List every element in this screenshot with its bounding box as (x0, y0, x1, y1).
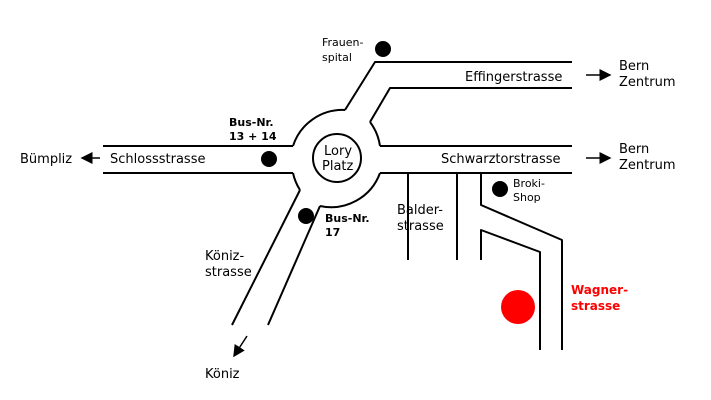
label-broki-shop-line1: Broki- (513, 177, 545, 190)
bus-17-stop-icon (298, 208, 314, 224)
label-wagnerstrasse-line1: Wagner- (571, 283, 628, 297)
label-buempliz: Bümpliz (20, 152, 72, 167)
label-lory-platz-line2: Platz (322, 159, 354, 174)
effingerstrasse-road-left (344, 61, 572, 111)
label-balderstrasse-line2: strasse (397, 219, 444, 234)
roundabout-outer-nw (292, 108, 346, 147)
wagnerstrasse-road-right (480, 229, 541, 350)
label-balderstrasse-line1: Balder- (397, 203, 443, 218)
roundabout-outer-ne (369, 121, 381, 147)
label-bus-13-14-line2: 13 + 14 (229, 130, 277, 143)
roundabout-outer-se (319, 172, 381, 209)
wagnerstrasse-road-left (480, 173, 563, 350)
label-bern-zentrum-top-line1: Bern (619, 59, 649, 74)
effingerstrasse-road-right (369, 87, 572, 123)
label-frauenspital-line1: Frauen- (322, 36, 364, 49)
label-wagnerstrasse-line2: strasse (571, 299, 620, 313)
label-schlossstrasse: Schlossstrasse (110, 152, 205, 167)
label-bern-zentrum-top-line2: Zentrum (619, 75, 676, 90)
lory-platz-island (312, 133, 362, 183)
wagnerstrasse-destination-icon (501, 290, 535, 324)
label-koeniz: Köniz (205, 367, 240, 382)
label-bus-17-line2: 17 (325, 226, 340, 239)
label-frauenspital-line2: spital (322, 51, 352, 64)
label-bern-zentrum-mid-line2: Zentrum (619, 158, 676, 173)
label-bern-zentrum-mid-line1: Bern (619, 142, 649, 157)
broki-shop-marker-icon (492, 181, 508, 197)
road-network (103, 61, 572, 350)
roundabout-outer-sw (292, 172, 301, 191)
label-bus-17-line1: Bus-Nr. (325, 212, 370, 225)
label-koenizstrasse-line2: strasse (205, 265, 252, 280)
frauenspital-marker-icon (375, 41, 391, 57)
bus-13-14-stop-icon (261, 151, 277, 167)
label-koenizstrasse-line1: Köniz- (205, 249, 245, 264)
label-broki-shop-line2: Shop (513, 191, 541, 204)
koenizstrasse-road-right (267, 205, 321, 326)
arrow-to-koeniz (233, 335, 248, 358)
label-lory-platz-line1: Lory (324, 144, 352, 159)
label-schwarztorstrasse: Schwarztorstrasse (441, 152, 561, 167)
koenizstrasse-road-left (231, 189, 301, 326)
label-bus-13-14-line1: Bus-Nr. (229, 116, 274, 129)
label-effingerstrasse: Effingerstrasse (465, 70, 562, 85)
